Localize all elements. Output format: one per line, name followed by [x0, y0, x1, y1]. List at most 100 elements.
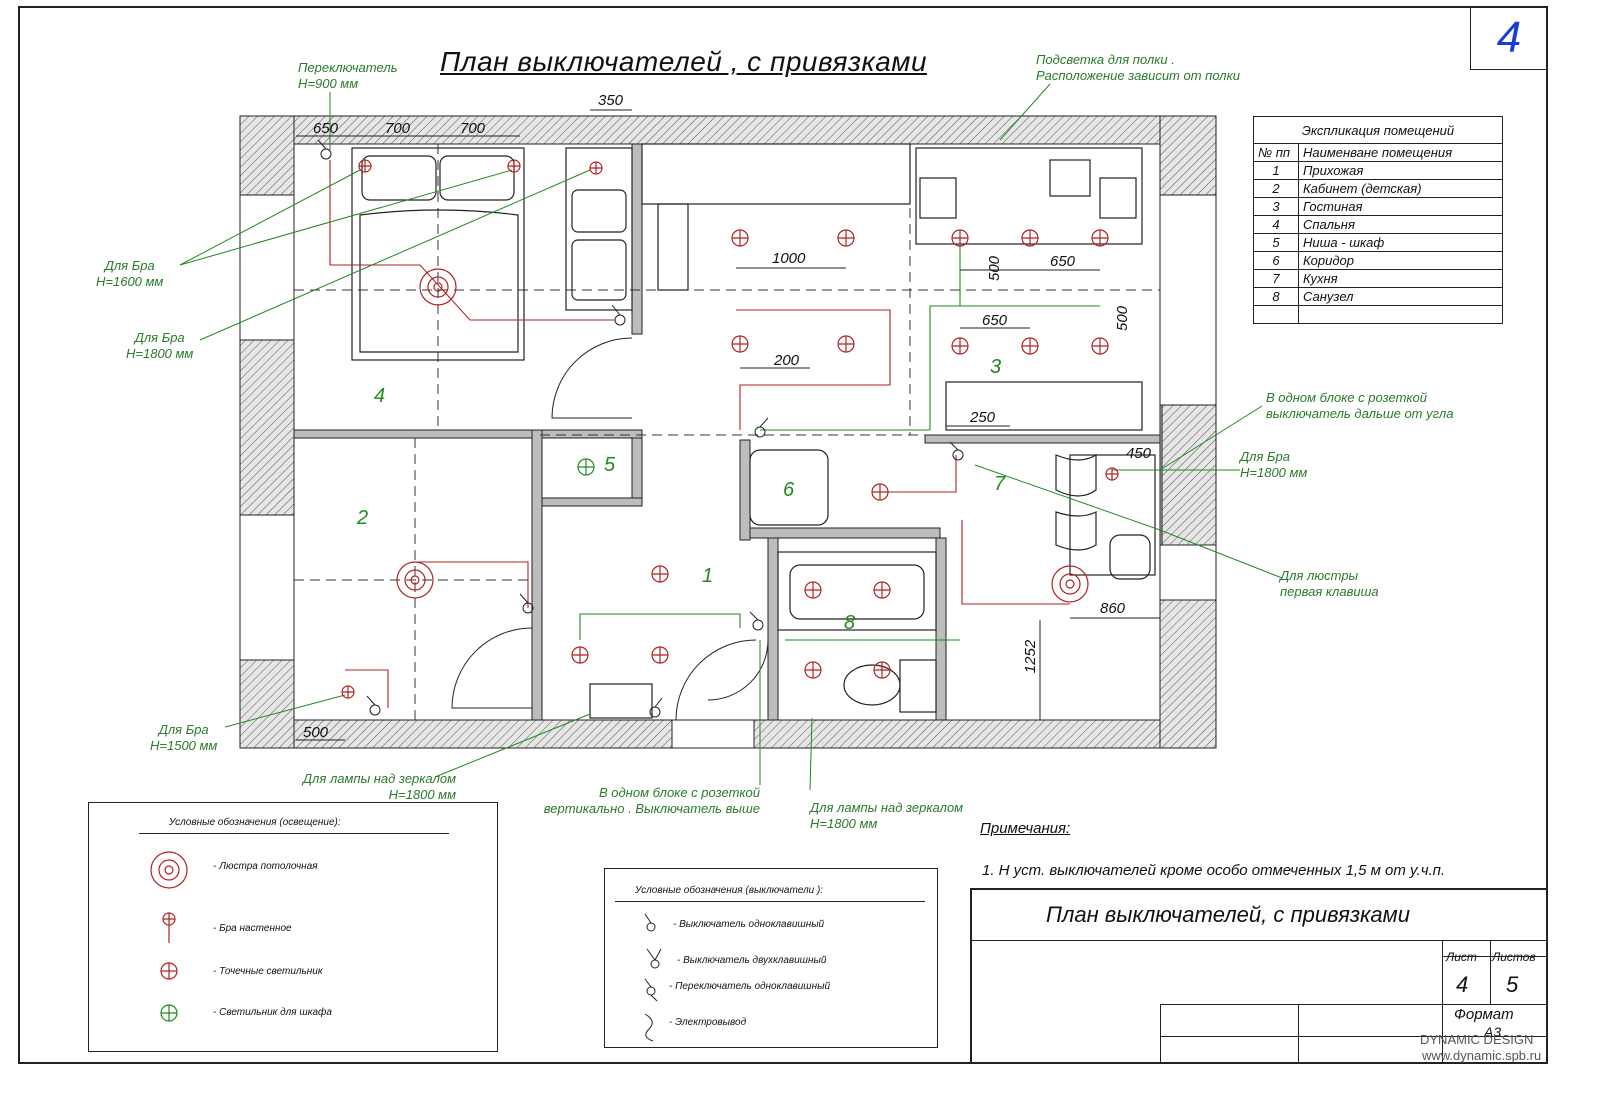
- room-number: 1: [702, 565, 714, 587]
- power-outlet-icon: [644, 1013, 654, 1042]
- spotlight-icon: [837, 335, 855, 353]
- spotlight-icon: [951, 229, 969, 247]
- room-number: 7: [994, 473, 1006, 495]
- chandelier-icon: [1051, 565, 1089, 603]
- sconce-icon: [162, 912, 176, 943]
- dimension-label: 700: [460, 120, 486, 137]
- room-number: 3: [990, 356, 1002, 378]
- dimension-label: 650: [982, 312, 1008, 329]
- furniture: [351, 143, 1156, 719]
- dimension-label: 700: [385, 120, 411, 137]
- dimension-label: 250: [970, 409, 996, 426]
- room-number: 2: [357, 507, 369, 529]
- notes-text: 1. H уст. выключателей кроме особо отмеч…: [982, 862, 1446, 879]
- spotlight-icon: [731, 335, 749, 353]
- drawing-title: План выключателей , с привязками: [440, 46, 928, 77]
- spotlight-icon: [1091, 229, 1109, 247]
- room-number: 6: [783, 479, 795, 501]
- legend-lighting: Условные обозначения (освещение): - Люст…: [88, 802, 498, 1052]
- title-block-name: План выключателей, с привязками: [1046, 902, 1410, 927]
- switch-icon: [949, 441, 964, 461]
- switch-icon: [644, 913, 656, 932]
- chandelier-icon: [396, 561, 434, 599]
- leader-lines: [179, 83, 1283, 791]
- table-row: [1253, 305, 1503, 324]
- spotlight-icon: [804, 661, 822, 679]
- door-swings: [451, 337, 769, 721]
- spotlight-icon: [651, 565, 669, 583]
- dimension-label: 350: [598, 92, 624, 109]
- sheet-label: Лист: [1446, 950, 1477, 964]
- sconce-icons: [341, 159, 1119, 699]
- spotlight-icon: [731, 229, 749, 247]
- switch-icon: [749, 611, 764, 631]
- legend-item: - Выключатель одноклавишный: [673, 919, 825, 930]
- explication-title: Экспликация помещений: [1253, 116, 1503, 144]
- drawing-frame: [18, 6, 1548, 1064]
- sheets-value: 5: [1506, 972, 1519, 997]
- legend-item: - Бра настенное: [213, 923, 292, 934]
- dimension-label: 650: [1050, 253, 1076, 270]
- spotlight-icon: [571, 646, 589, 664]
- wardrobe-light-icon: [160, 1004, 178, 1022]
- legend-item: - Люстра потолочная: [213, 861, 318, 872]
- sheets-label: Листов: [1492, 950, 1536, 964]
- brand-url: www.dynamic.spb.ru: [1422, 1048, 1542, 1063]
- sconce-icon: [507, 159, 521, 173]
- spotlight-icon: [804, 581, 822, 599]
- dimension-label: 450: [1126, 445, 1152, 462]
- dimension-label: 200: [774, 352, 800, 369]
- double-switch-icon: [646, 948, 662, 969]
- switch-icon: [366, 695, 381, 716]
- switch-icon: [754, 417, 769, 438]
- outer-walls: [239, 115, 1217, 749]
- format-value: А3: [1484, 1024, 1502, 1040]
- room-number: 5: [604, 454, 616, 476]
- spotlight-icons: [571, 229, 1109, 679]
- inner-walls: [293, 143, 1163, 721]
- spotlight-icon: [1021, 337, 1039, 355]
- wiring-green: [579, 240, 1100, 641]
- spotlight-icon: [951, 337, 969, 355]
- legend-item: - Светильник для шкафа: [213, 1007, 332, 1018]
- switch-icon: [519, 593, 534, 614]
- room-number: 4: [374, 385, 386, 407]
- sconce-icon: [1105, 467, 1119, 481]
- sconce-icon: [589, 161, 603, 175]
- callout-shelf-light: Подсветка для полки .Расположение зависи…: [1036, 52, 1240, 83]
- chandelier-icon: [419, 268, 457, 306]
- dimension-label: 500: [303, 724, 329, 741]
- notes-heading: Примечания:: [980, 820, 1071, 837]
- chandelier-icons: [396, 268, 1089, 603]
- switch-icon: [649, 697, 663, 718]
- dimension-label: 860: [1100, 600, 1126, 617]
- dimension-lines: [296, 109, 1160, 741]
- brand-name: DYNAMIC DESIGN: [1420, 1032, 1534, 1047]
- spotlight-icon: [1091, 337, 1109, 355]
- spotlight-icon: [651, 646, 669, 664]
- wiring-red: [329, 160, 1070, 708]
- explication-col-num: № пп: [1253, 143, 1299, 162]
- two-way-switch-icon: [644, 978, 658, 1002]
- sconce-icon: [358, 159, 372, 173]
- wardrobe-light-icon: [577, 458, 595, 476]
- spotlight-icon: [871, 483, 889, 501]
- spotlight-icon: [160, 962, 178, 980]
- legend-heading: Условные обозначения (освещение):: [169, 817, 341, 828]
